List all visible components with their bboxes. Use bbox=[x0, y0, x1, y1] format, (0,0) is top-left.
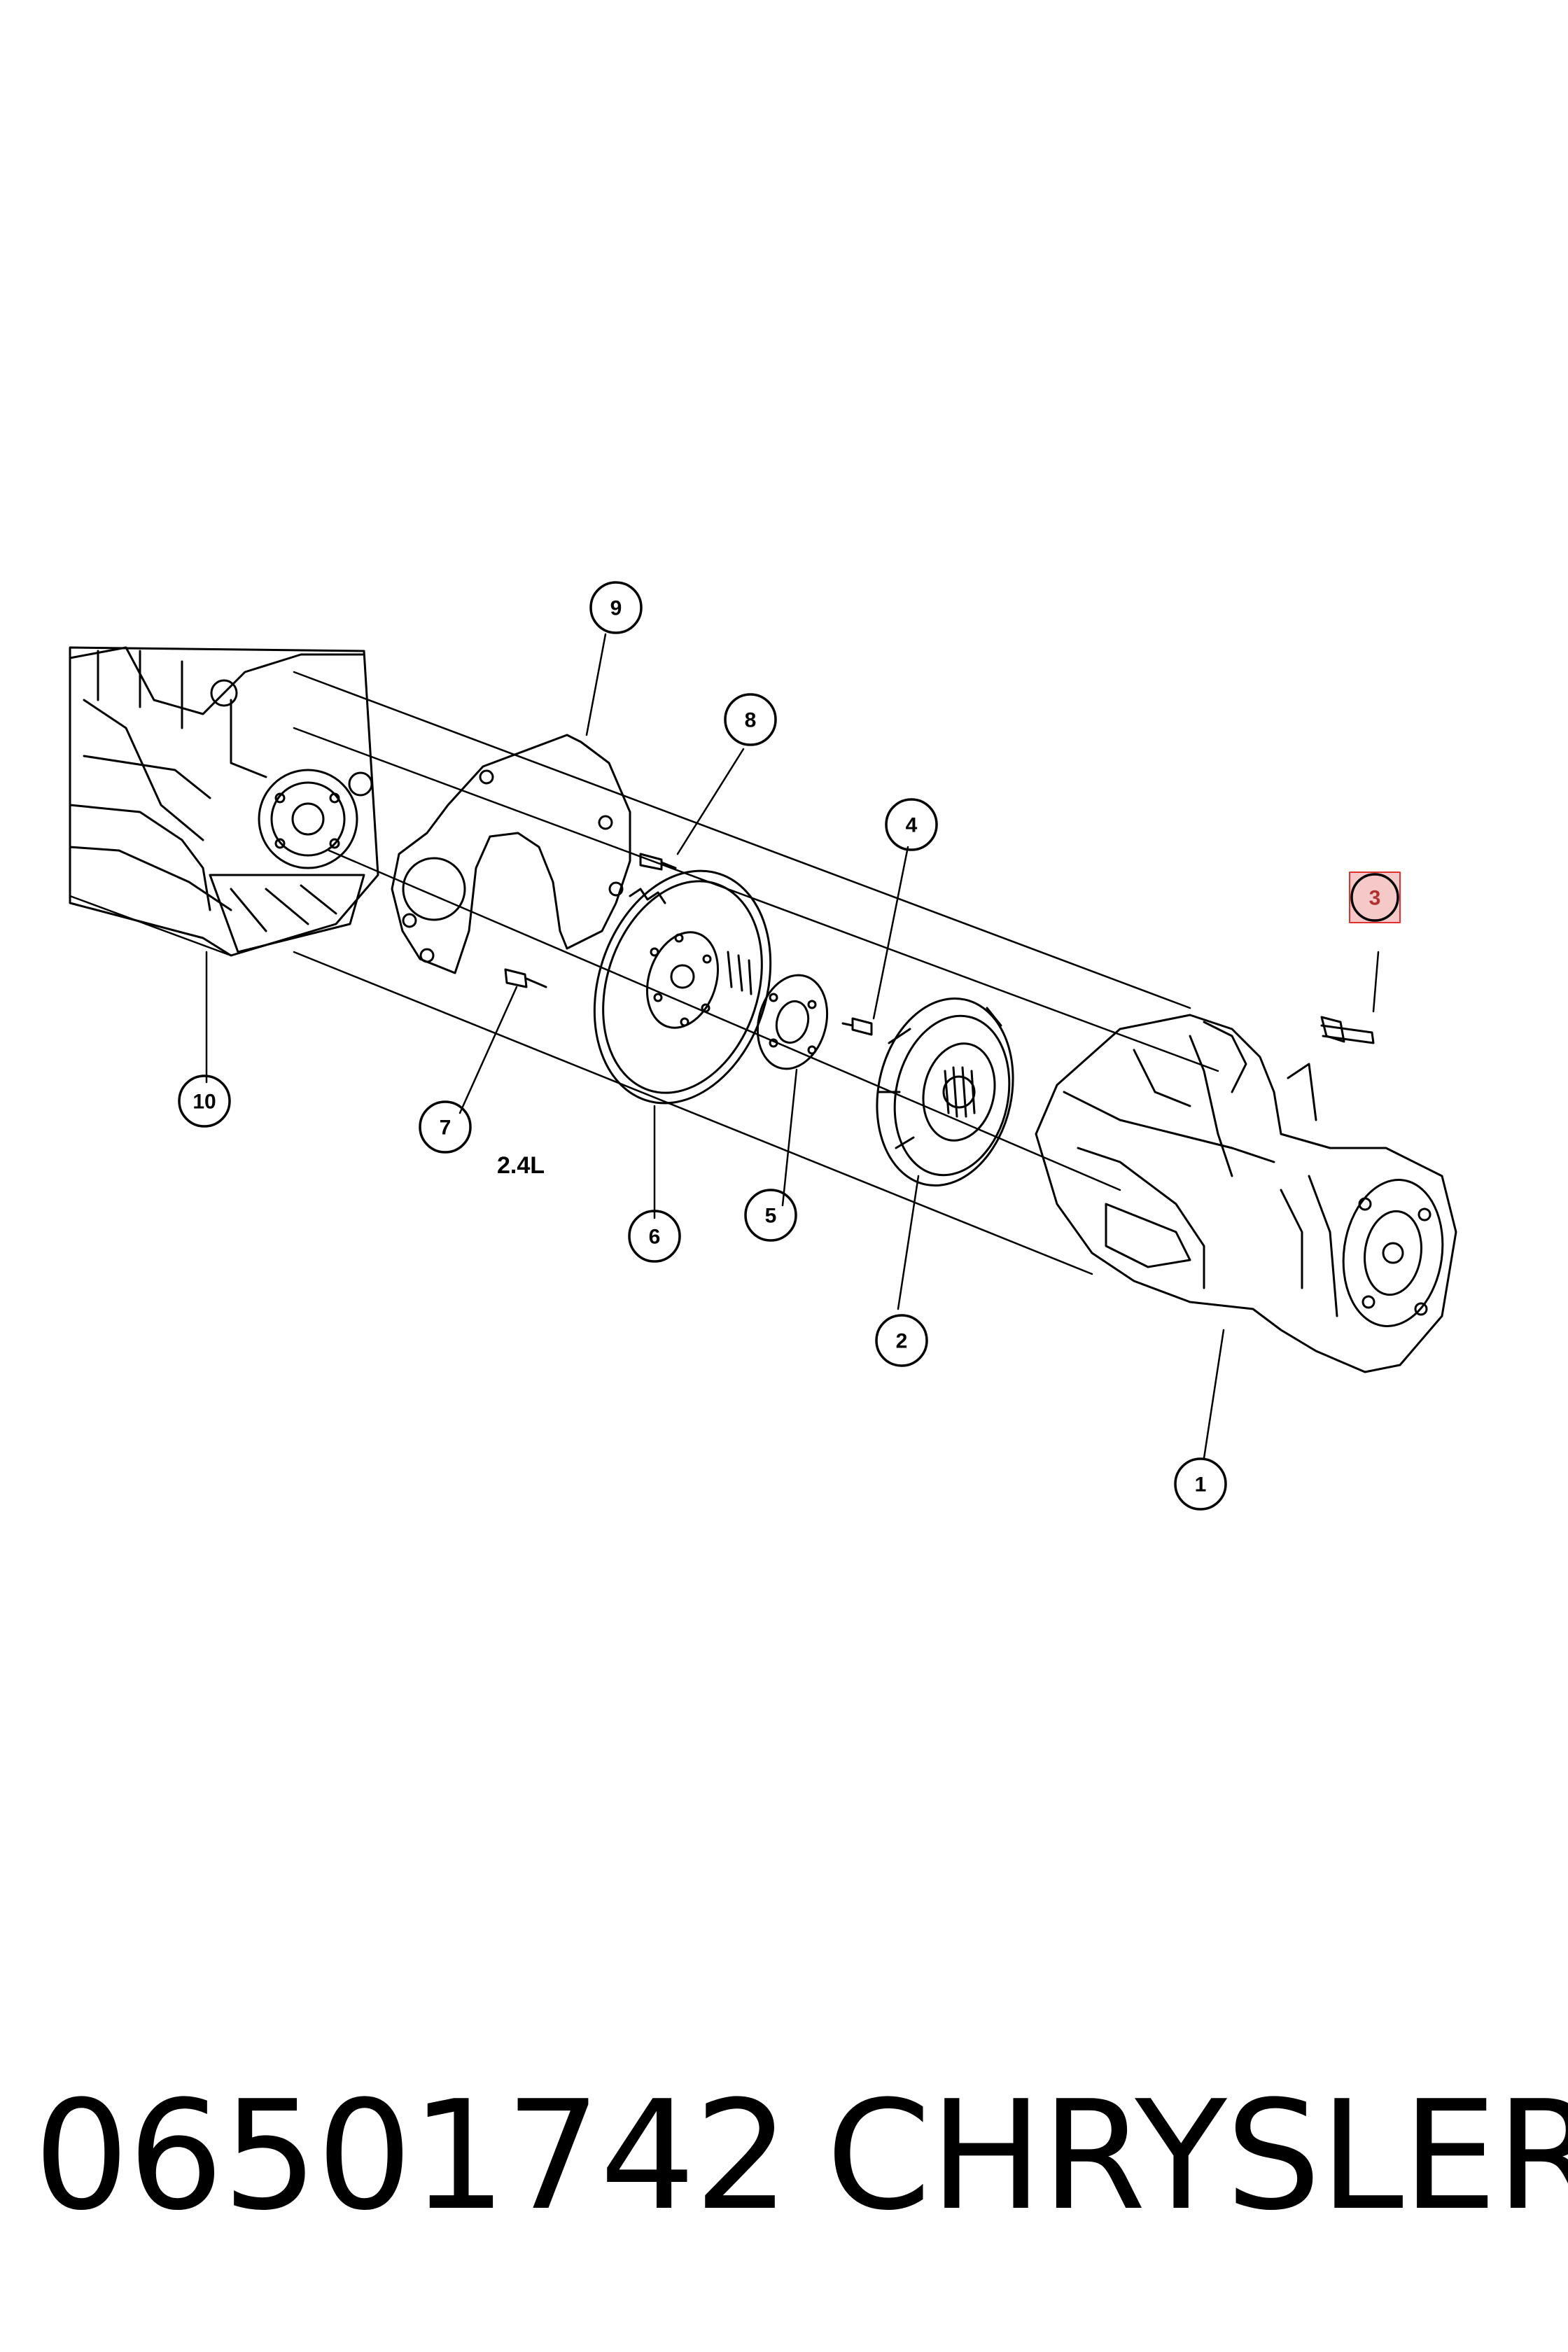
engine-size-label: 2.4L bbox=[497, 1152, 545, 1179]
bolt-3 bbox=[1320, 1016, 1375, 1044]
callout-5-label: 5 bbox=[765, 1205, 777, 1228]
callout-10-circle[interactable] bbox=[178, 1074, 231, 1128]
part-number: 06501742 bbox=[34, 2068, 790, 2244]
callout-7-label: 7 bbox=[440, 1116, 451, 1140]
callout-circles bbox=[178, 581, 1227, 1511]
clutch-assembly bbox=[876, 997, 1014, 1187]
callout-3-highlight[interactable] bbox=[1349, 872, 1401, 923]
callout-3-label: 3 bbox=[1369, 887, 1381, 910]
brand-name: CHRYSLER bbox=[826, 2068, 1568, 2244]
callout-4-circle[interactable] bbox=[885, 798, 938, 851]
flywheel bbox=[593, 869, 772, 1105]
callout-9-label: 9 bbox=[610, 597, 622, 620]
callout-1-circle[interactable] bbox=[1174, 1457, 1227, 1511]
adapter-plate bbox=[391, 734, 631, 974]
leader-lines bbox=[205, 633, 1380, 1460]
transaxle bbox=[1035, 1014, 1457, 1373]
callout-9-circle[interactable] bbox=[589, 581, 643, 634]
callout-6-label: 6 bbox=[649, 1226, 661, 1249]
exploded-parts-diagram: 1 2 3 4 5 6 7 8 9 10 2.4L bbox=[69, 581, 1457, 1511]
callout-7-circle[interactable] bbox=[419, 1100, 472, 1154]
callout-4-label: 4 bbox=[906, 814, 918, 837]
callout-10-label: 10 bbox=[192, 1091, 216, 1114]
bolt-7 bbox=[504, 968, 547, 988]
callout-1-label: 1 bbox=[1195, 1474, 1207, 1497]
callout-2-label: 2 bbox=[896, 1330, 908, 1353]
engine-block bbox=[69, 646, 379, 957]
callout-8-circle[interactable] bbox=[724, 693, 777, 746]
bolt-8 bbox=[639, 853, 677, 871]
bolt-4 bbox=[841, 1017, 873, 1036]
callout-8-label: 8 bbox=[745, 709, 757, 732]
footer-caption: 06501742 CHRYSLER bbox=[0, 2051, 1568, 2261]
callout-6-circle[interactable] bbox=[628, 1210, 681, 1263]
callout-5-circle[interactable] bbox=[744, 1189, 797, 1242]
spacer-plate bbox=[756, 974, 829, 1070]
assembly-guide-lines bbox=[69, 671, 1219, 1275]
callout-2-circle[interactable] bbox=[875, 1314, 928, 1367]
